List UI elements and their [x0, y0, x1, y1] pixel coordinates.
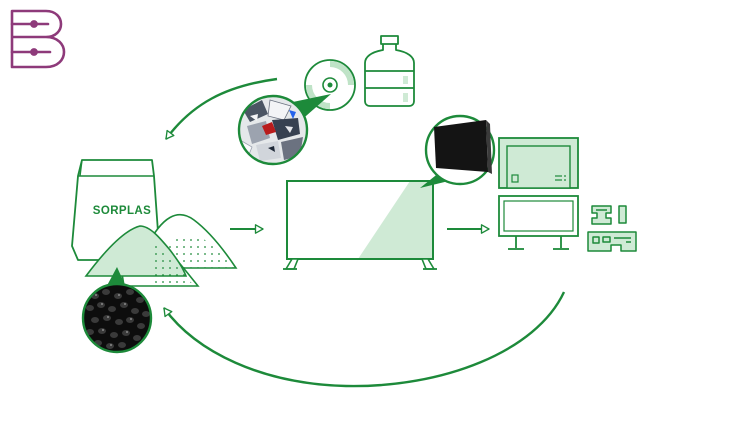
bag-label: SORPLAS	[93, 205, 151, 217]
recycled-plastic-scrap-icon	[237, 94, 309, 166]
monitor-icon	[498, 195, 579, 250]
brand-b-logo	[10, 9, 66, 69]
rear-cover-icon	[498, 137, 579, 189]
tv-panel-icon	[283, 180, 437, 270]
tv-back-panel-icon	[424, 114, 496, 186]
plastic-pellets-pile-icon	[84, 214, 238, 287]
recycle-arrow-top	[165, 77, 278, 140]
recycle-arrow-bottom	[163, 291, 566, 388]
black-pellets-icon	[81, 282, 153, 354]
water-bottle-icon	[364, 35, 415, 107]
circuit-parts-icon	[587, 205, 637, 252]
